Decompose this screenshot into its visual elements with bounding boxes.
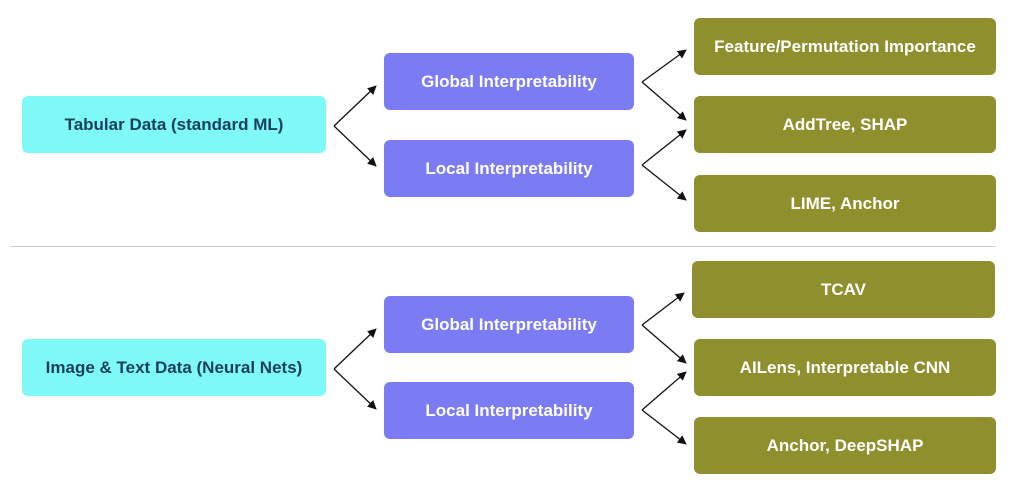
arrow-image-to-global: [333, 328, 377, 370]
arrow-tabular-local-to-method-2: [641, 129, 687, 166]
arrow-tabular-global-to-method-1: [641, 49, 687, 83]
section-divider: [10, 246, 996, 247]
arrow-image-global-to-method-1: [641, 292, 685, 326]
arrow-tabular-to-global: [333, 85, 377, 127]
arrow-tabular-local-to-method-3: [641, 164, 687, 201]
arrow-tabular-to-local: [333, 125, 377, 167]
arrow-image-local-to-method-2: [641, 371, 687, 411]
arrow-image-global-to-method-2: [641, 324, 687, 364]
arrow-tabular-global-to-method-2: [641, 81, 687, 121]
arrow-image-local-to-method-3: [641, 409, 687, 445]
arrow-image-to-local: [333, 368, 377, 410]
